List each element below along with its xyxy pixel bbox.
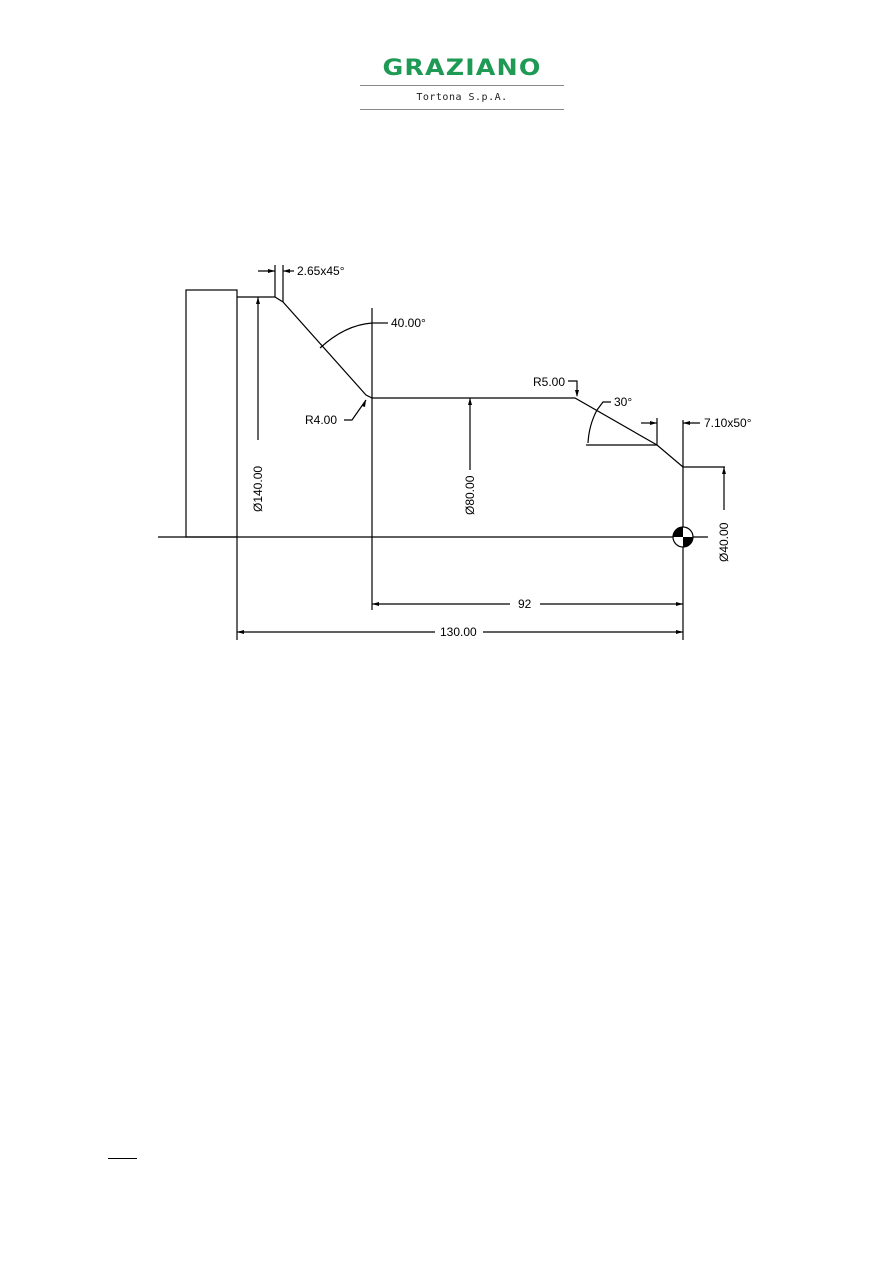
- radius-5-label: R5.00: [533, 375, 565, 389]
- diameter-140-label: Ø140.00: [251, 466, 265, 512]
- leader-line: [344, 399, 367, 421]
- angle-30-label: 30°: [614, 395, 632, 409]
- chamfer-top-label: 2.65x45°: [297, 264, 345, 278]
- angle-arc: [587, 409, 598, 444]
- logo-divider: [360, 109, 564, 110]
- diameter-40-label: Ø40.00: [717, 522, 731, 562]
- radius-4-label: R4.00: [305, 413, 337, 427]
- part-profile: [237, 296, 725, 468]
- footnote-separator: [108, 1158, 137, 1159]
- diameter-80-label: Ø80.00: [463, 475, 477, 515]
- leader-line: [568, 380, 578, 396]
- leader-line: [596, 401, 611, 411]
- datum-origin-icon: [672, 526, 694, 548]
- logo-subtitle: Tortona S.p.A.: [416, 92, 508, 103]
- logo-name: GRAZIANO: [382, 56, 542, 81]
- arrowheads: [237, 269, 726, 634]
- angle-40-label: 40.00°: [391, 316, 426, 330]
- logo-divider: [360, 85, 564, 86]
- length-92-label: 92: [518, 597, 532, 611]
- length-130-label: 130.00: [440, 625, 477, 639]
- chamfer-end-label: 7.10x50°: [704, 416, 752, 430]
- angle-arc: [319, 322, 373, 349]
- company-logo: GRAZIANO Tortona S.p.A.: [360, 58, 564, 110]
- chuck-block: [185, 289, 238, 538]
